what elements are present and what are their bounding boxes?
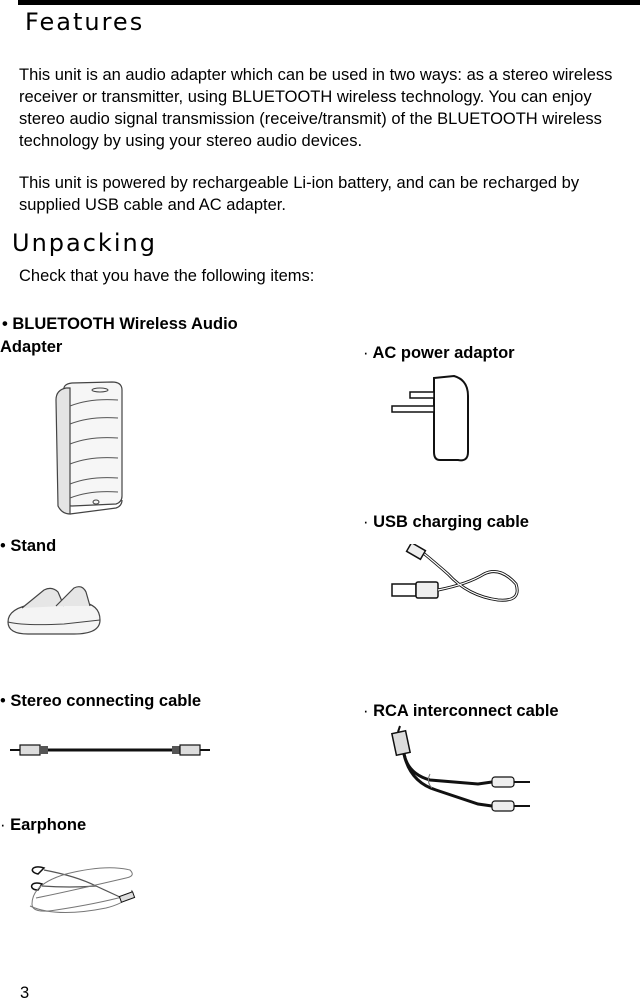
- item-adapter-label: • BLUETOOTH Wireless Audio Adapter: [0, 313, 290, 359]
- item-label: Stand: [10, 537, 57, 555]
- item-ac-adaptor-label: · AC power adaptor: [363, 342, 633, 365]
- bullet: •: [0, 692, 6, 710]
- ac-adaptor-illustration: [391, 374, 469, 462]
- features-paragraph-2: This unit is powered by rechargeable Li-…: [19, 174, 580, 214]
- item-rca-cable-label: · RCA interconnect cable: [363, 700, 633, 723]
- item-label: RCA interconnect cable: [373, 702, 559, 720]
- features-paragraph-1: This unit is an audio adapter which can …: [19, 66, 613, 150]
- usb-cable-illustration: [391, 544, 519, 602]
- unpacking-intro: Check that you have the following items:: [19, 267, 315, 285]
- item-stereo-cable-label: • Stereo connecting cable: [0, 690, 300, 713]
- features-heading: Features: [25, 8, 145, 36]
- item-usb-cable-label: · USB charging cable: [363, 511, 633, 534]
- item-label: AC power adaptor: [372, 344, 515, 362]
- earphone-illustration: [29, 866, 136, 914]
- bullet: ·: [363, 702, 369, 720]
- item-stand-label: • Stand: [0, 535, 200, 558]
- item-earphone-label: · Earphone: [0, 814, 200, 837]
- bullet: •: [0, 537, 6, 555]
- bullet: ·: [363, 513, 369, 531]
- bluetooth-adapter-illustration: [55, 381, 123, 515]
- item-label: Earphone: [10, 816, 87, 834]
- bullet: •: [2, 315, 8, 333]
- stand-illustration: [7, 586, 101, 635]
- unpacking-heading: Unpacking: [12, 229, 157, 257]
- page-number: 3: [20, 984, 30, 1002]
- top-rule: [18, 0, 640, 5]
- bullet: ·: [363, 344, 369, 362]
- rca-cable-illustration: [390, 725, 530, 812]
- stereo-cable-illustration: [10, 744, 210, 756]
- item-label: USB charging cable: [373, 513, 529, 531]
- item-label: Stereo connecting cable: [10, 692, 202, 710]
- item-label: BLUETOOTH Wireless Audio Adapter: [0, 315, 238, 356]
- bullet: ·: [0, 816, 6, 834]
